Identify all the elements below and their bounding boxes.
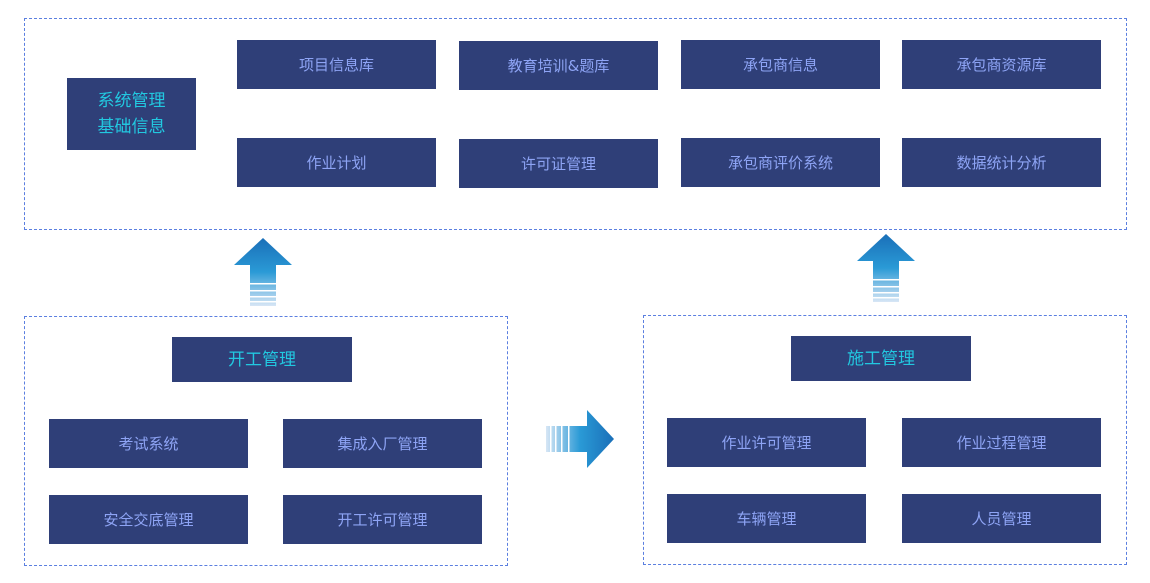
left-group bbox=[24, 316, 508, 566]
title-line1: 系统管理 bbox=[97, 91, 166, 111]
module-box[interactable]: 承包商评价系统 bbox=[681, 138, 880, 187]
module-box[interactable]: 教育培训&题库 bbox=[459, 41, 658, 90]
module-box[interactable]: 作业许可管理 bbox=[667, 418, 866, 467]
module-box[interactable]: 项目信息库 bbox=[237, 40, 436, 89]
right-group bbox=[643, 315, 1127, 565]
module-box[interactable]: 车辆管理 bbox=[667, 494, 866, 543]
module-box[interactable]: 开工许可管理 bbox=[283, 495, 482, 544]
module-box[interactable]: 承包商信息 bbox=[681, 40, 880, 89]
arrow-up-icon bbox=[857, 234, 915, 302]
module-box[interactable]: 承包商资源库 bbox=[902, 40, 1101, 89]
module-box[interactable]: 安全交底管理 bbox=[49, 495, 248, 544]
system-base-info-box[interactable]: 系统管理 基础信息 bbox=[67, 78, 196, 150]
start-management-title[interactable]: 开工管理 bbox=[172, 337, 352, 382]
top-group bbox=[24, 18, 1127, 230]
module-box[interactable]: 考试系统 bbox=[49, 419, 248, 468]
module-box[interactable]: 数据统计分析 bbox=[902, 138, 1101, 187]
module-box[interactable]: 作业过程管理 bbox=[902, 418, 1101, 467]
module-box[interactable]: 作业计划 bbox=[237, 138, 436, 187]
module-box[interactable]: 人员管理 bbox=[902, 494, 1101, 543]
construction-management-title[interactable]: 施工管理 bbox=[791, 336, 971, 381]
module-box[interactable]: 许可证管理 bbox=[459, 139, 658, 188]
title-line2: 基础信息 bbox=[97, 117, 166, 137]
arrow-right-icon bbox=[546, 410, 614, 468]
module-box[interactable]: 集成入厂管理 bbox=[283, 419, 482, 468]
arrow-up-icon bbox=[234, 238, 292, 306]
